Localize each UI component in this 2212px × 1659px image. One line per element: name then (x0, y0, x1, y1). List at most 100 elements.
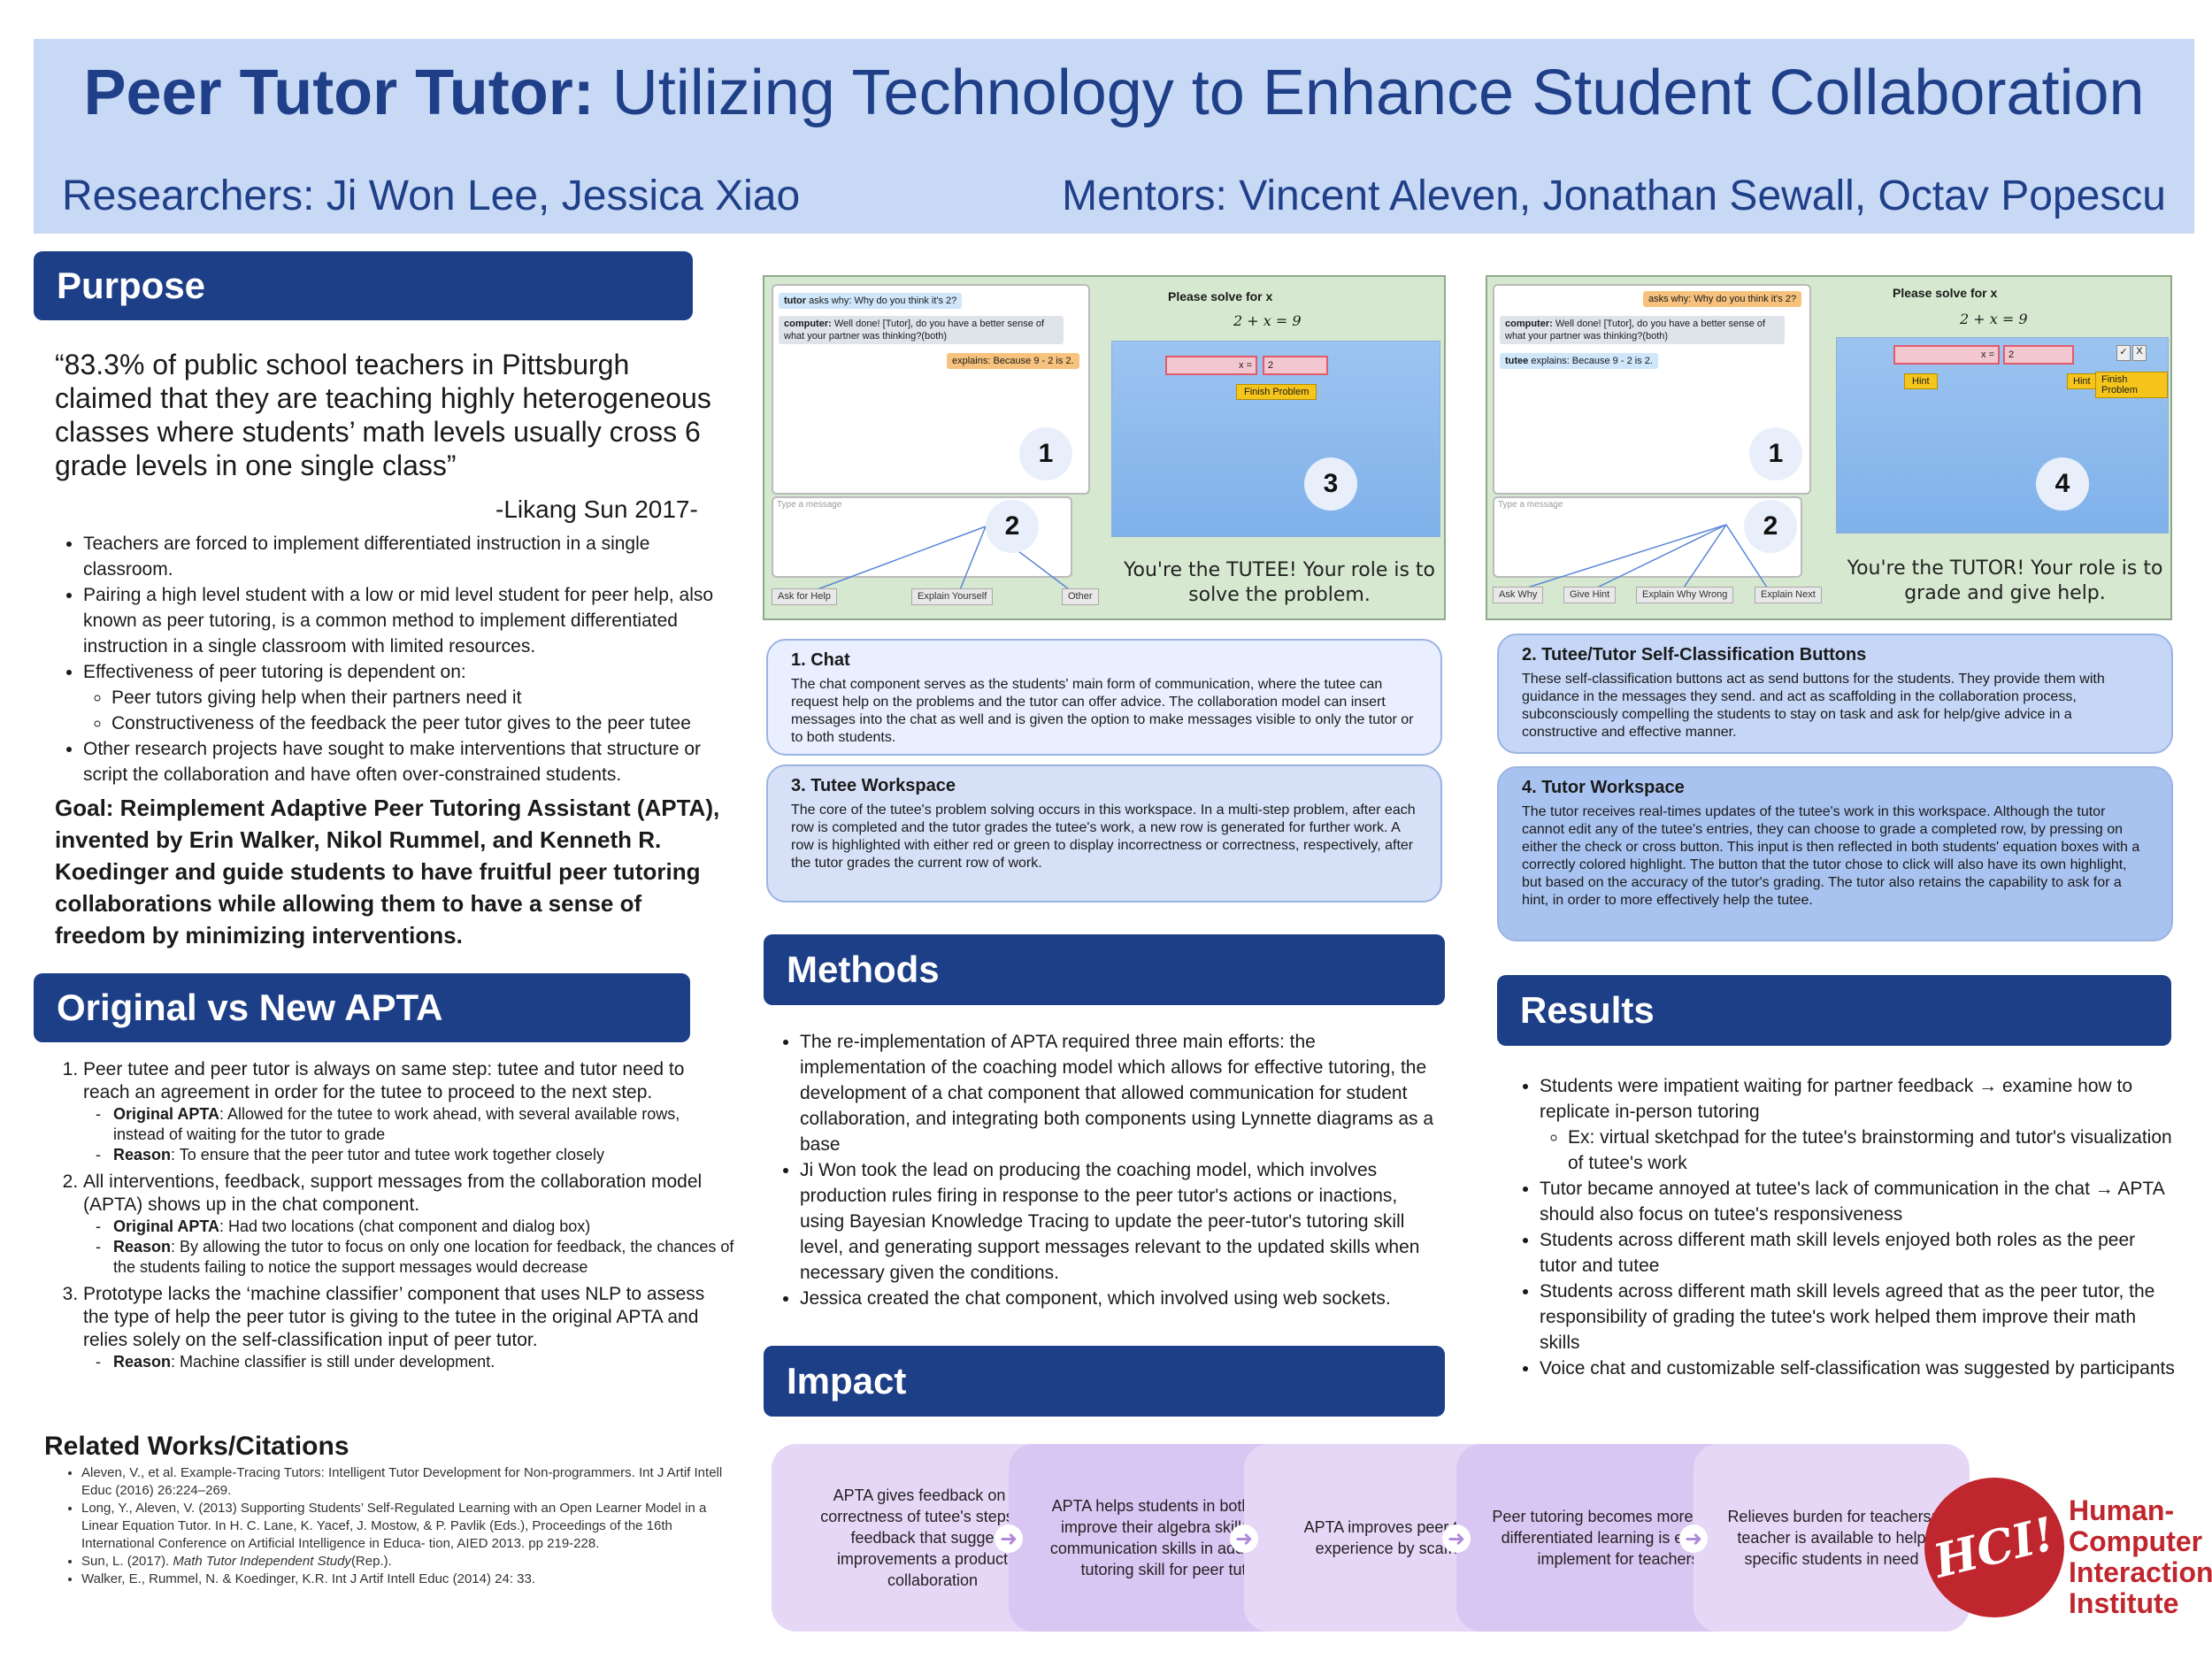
chat-message: asks why: Why do you think it's 2? (1643, 291, 1802, 307)
chat-message: computer: Well done! [Tutor], do you hav… (1500, 316, 1785, 344)
tutor-chat-log: asks why: Why do you think it's 2? compu… (1493, 284, 1811, 495)
purpose-sub-bullet: Peer tutors giving help when their partn… (111, 685, 738, 710)
poster-header: Peer Tutor Tutor: Utilizing Technology t… (34, 39, 2194, 234)
arrow-right-icon: ➜ (1679, 1525, 1708, 1553)
explain-why-wrong-button[interactable]: Explain Why Wrong (1636, 587, 1734, 603)
ask-for-help-button[interactable]: Ask for Help (772, 588, 837, 605)
purpose-goal: Goal: Reimplement Adaptive Peer Tutoring… (55, 795, 720, 949)
tutor-role-text: You're the TUTOR! Your role is to grade … (1847, 557, 2163, 604)
card-text: The chat component serves as the student… (791, 677, 1414, 745)
card-tutor-workspace: 4. Tutor Workspace The tutor receives re… (1497, 766, 2173, 941)
hcii-logo-icon: HCI! (1924, 1478, 2064, 1617)
results-bullet: Voice chat and customizable self-classif… (1540, 1356, 2177, 1381)
researchers: Researchers: Ji Won Lee, Jessica Xiao (62, 173, 801, 219)
card-buttons: 2. Tutee/Tutor Self-Classification Butto… (1497, 634, 2173, 754)
original-detail: Original APTA: Allowed for the tutee to … (83, 1104, 734, 1145)
hint-button-2[interactable]: Hint (2067, 373, 2097, 389)
methods-bullets: The re-implementation of APTA required t… (773, 1029, 1441, 1311)
original-heading: Original vs New APTA (34, 973, 690, 1042)
methods-heading: Methods (764, 934, 1445, 1005)
ask-why-button[interactable]: Ask Why (1493, 587, 1544, 603)
problem-equation: 2 + x = 9 (1960, 311, 2028, 327)
card-tutee-workspace: 3. Tutee Workspace The core of the tutee… (766, 764, 1442, 902)
citation: Walker, E., Rummel, N. & Koedinger, K.R.… (81, 1571, 726, 1588)
original-detail: Original APTA: Had two locations (chat c… (83, 1217, 734, 1237)
buttons-connector-lines (1518, 524, 1770, 591)
results-sub-bullet: Ex: virtual sketchpad for the tutee's br… (1568, 1125, 2177, 1176)
results-bullet: Students across different math skill lev… (1540, 1279, 2177, 1356)
hint-button[interactable]: Hint (1904, 373, 1938, 389)
results-bullet: Students across different math skill lev… (1540, 1227, 2177, 1279)
poster-title: Peer Tutor Tutor: Utilizing Technology t… (34, 57, 2194, 129)
title-rest: Utilizing Technology to Enhance Student … (594, 58, 2145, 128)
purpose-sub-bullet: Constructiveness of the feedback the pee… (111, 710, 738, 736)
arrow-right-icon: ➜ (1442, 1525, 1471, 1553)
arrow-right-icon: ➜ (995, 1525, 1023, 1553)
impact-heading: Impact (764, 1346, 1445, 1417)
logo-mark: HCI! (1928, 1506, 2061, 1589)
badge-workspace: 3 (1304, 457, 1357, 511)
finish-problem-button[interactable]: Finish Problem (1236, 384, 1317, 400)
results-heading: Results (1497, 975, 2171, 1046)
badge-buttons: 2 (986, 500, 1039, 553)
chat-message: tutor asks why: Why do you think it's 2? (779, 293, 963, 309)
original-item: Peer tutee and peer tutor is always on s… (83, 1058, 734, 1165)
purpose-bullet: Other research projects have sought to m… (83, 736, 738, 787)
methods-bullet: The re-implementation of APTA required t… (800, 1029, 1441, 1157)
arrow-right-icon: ➜ (1230, 1525, 1258, 1553)
badge-buttons: 2 (1744, 500, 1797, 553)
methods-bullet: Jessica created the chat component, whic… (800, 1286, 1441, 1311)
card-title: 3. Tutee Workspace (791, 776, 956, 795)
problem-title: Please solve for x (1168, 289, 1273, 303)
other-button[interactable]: Other (1062, 588, 1099, 605)
results-bullet: Tutor became annoyed at tutee's lack of … (1540, 1176, 2177, 1227)
card-title: 2. Tutee/Tutor Self-Classification Butto… (1522, 645, 1867, 664)
card-title: 1. Chat (791, 650, 850, 670)
card-chat: 1. Chat The chat component serves as the… (766, 639, 1442, 756)
badge-workspace: 4 (2036, 457, 2089, 511)
chat-message: computer: Well done! [Tutor], do you hav… (779, 316, 1064, 344)
purpose-heading: Purpose (34, 251, 693, 320)
purpose-quote: “83.3% of public school teachers in Pitt… (55, 349, 711, 481)
tutee-chat-log: tutor asks why: Why do you think it's 2?… (772, 284, 1090, 495)
purpose-bullet: Effectiveness of peer tutoring is depend… (83, 659, 738, 736)
problem-equation: 2 + x = 9 (1233, 312, 1302, 329)
explain-yourself-button[interactable]: Explain Yourself (911, 588, 994, 605)
quote-attribution: -Likang Sun 2017- (495, 495, 698, 523)
tutee-role-text: You're the TUTEE! Your role is to solve … (1123, 559, 1436, 606)
mentors: Mentors: Vincent Aleven, Jonathan Sewall… (1062, 173, 2166, 219)
citations-heading: Related Works/Citations (44, 1432, 349, 1461)
original-list: Peer tutee and peer tutor is always on s… (53, 1058, 734, 1378)
original-item: Prototype lacks the ‘machine classifier’… (83, 1283, 734, 1372)
title-bold: Peer Tutor Tutor: (83, 58, 595, 128)
equation-row-readonly: x = (1893, 345, 2000, 365)
finish-problem-button[interactable]: Finish Problem (2095, 372, 2168, 398)
equation-row-input[interactable]: x = (1165, 356, 1257, 375)
cross-icon[interactable]: X (2132, 345, 2147, 361)
card-title: 4. Tutor Workspace (1522, 778, 1685, 797)
explain-next-button[interactable]: Explain Next (1755, 587, 1822, 603)
original-item: All interventions, feedback, support mes… (83, 1171, 734, 1278)
equation-row-value[interactable]: 2 (1263, 356, 1328, 375)
badge-chat: 1 (1019, 427, 1072, 480)
purpose-bullet: Pairing a high level student with a low … (83, 582, 738, 659)
citation: Sun, L. (2017). Math Tutor Independent S… (81, 1553, 726, 1571)
citation: Long, Y., Aleven, V. (2013) Supporting S… (81, 1500, 726, 1553)
results-bullets: Students were impatient waiting for part… (1513, 1073, 2177, 1381)
original-detail: Reason: By allowing the tutor to focus o… (83, 1237, 734, 1278)
tutee-screenshot: tutor asks why: Why do you think it's 2?… (763, 275, 1446, 620)
chat-message: tutee explains: Because 9 - 2 is 2. (1500, 353, 1658, 369)
tutor-screenshot: asks why: Why do you think it's 2? compu… (1486, 275, 2172, 620)
badge-chat: 1 (1749, 427, 1802, 480)
tutee-workspace: x = 2 Finish Problem (1111, 341, 1440, 537)
chat-message: explains: Because 9 - 2 is 2. (947, 353, 1079, 369)
citations-list: Aleven, V., et al. Example-Tracing Tutor… (58, 1464, 726, 1588)
card-text: The core of the tutee's problem solving … (791, 803, 1416, 871)
results-bullet: Students were impatient waiting for part… (1540, 1073, 2177, 1176)
give-hint-button[interactable]: Give Hint (1563, 587, 1617, 603)
check-icon[interactable]: ✓ (2116, 345, 2131, 361)
problem-title: Please solve for x (1893, 286, 1998, 300)
card-text: The tutor receives real-times updates of… (1522, 804, 2140, 908)
citation: Aleven, V., et al. Example-Tracing Tutor… (81, 1464, 726, 1500)
purpose-bullet: Teachers are forced to implement differe… (83, 531, 738, 582)
